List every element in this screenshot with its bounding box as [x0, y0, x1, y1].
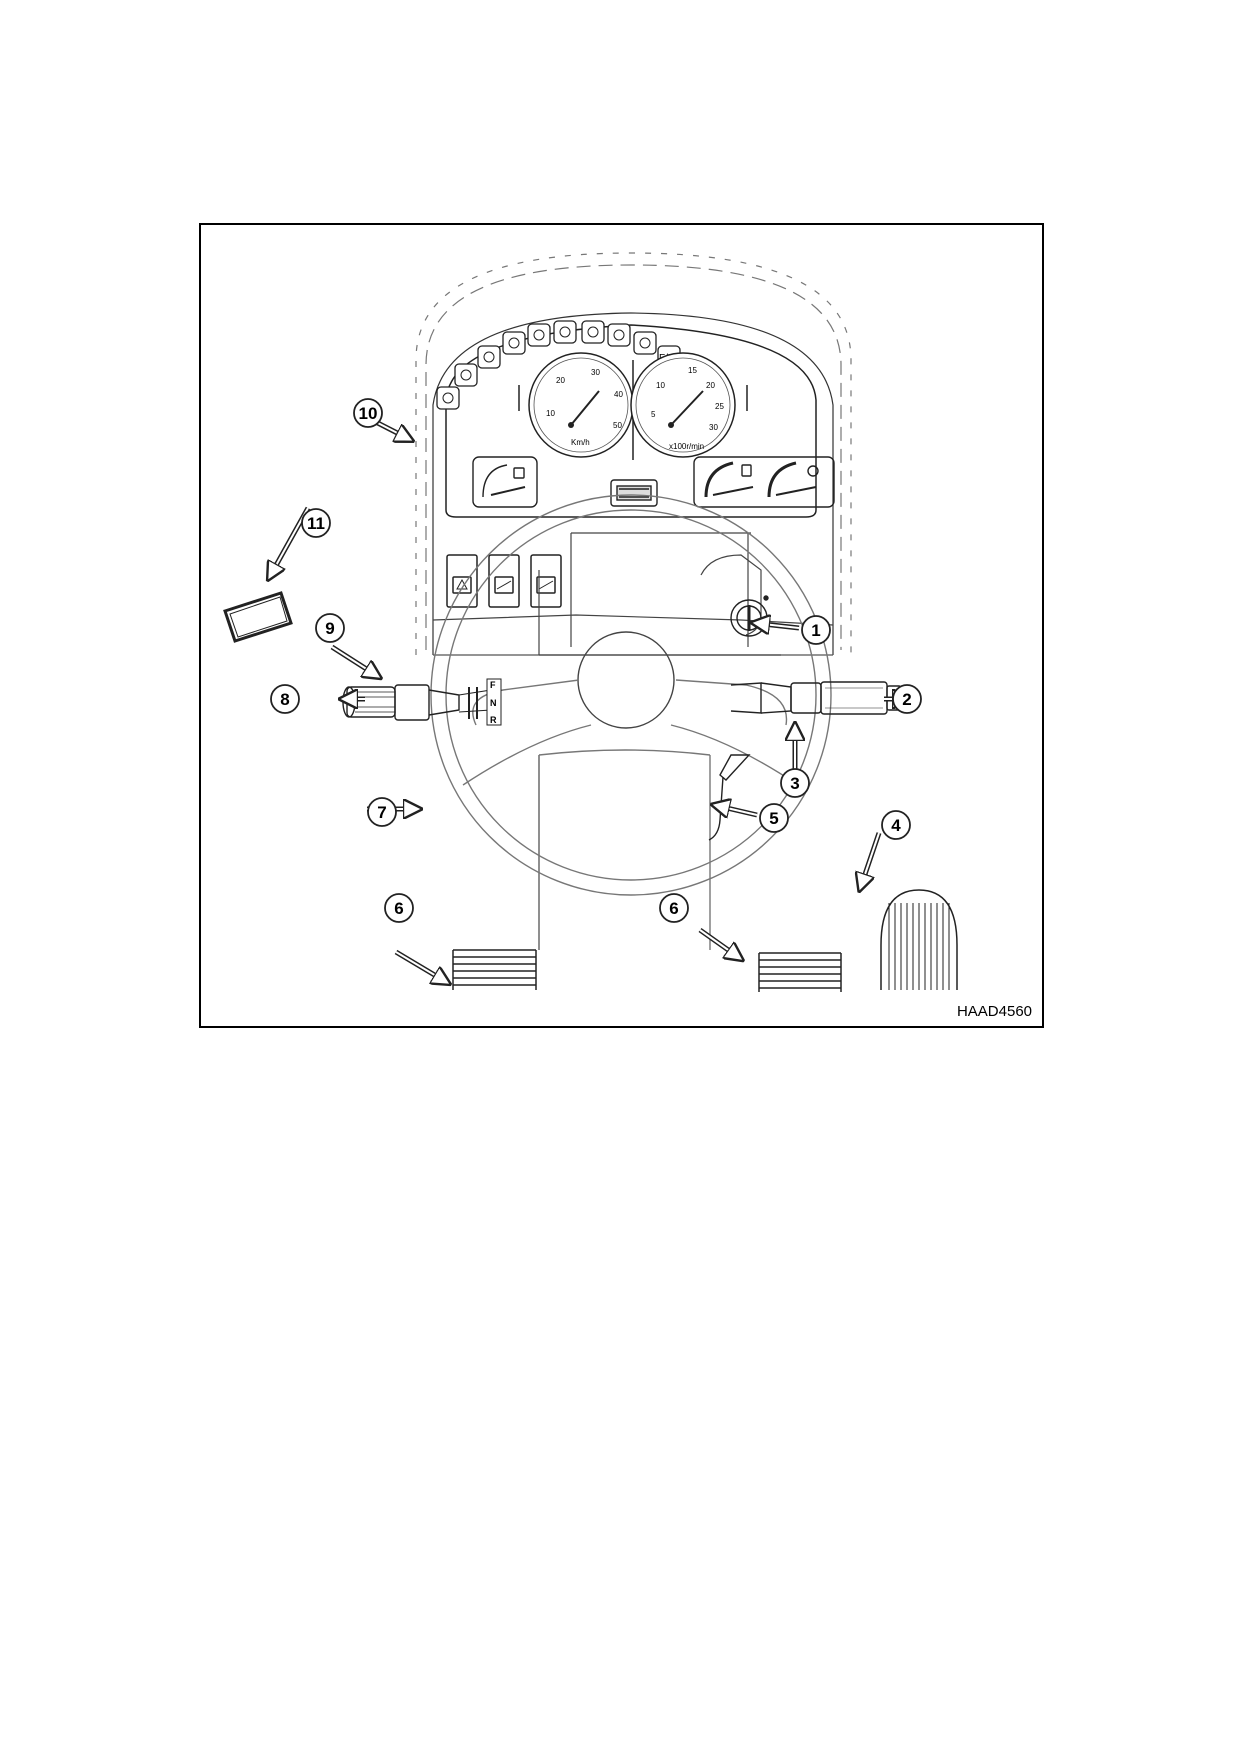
rpm-tick-5: 5 — [651, 410, 656, 419]
indicator-row: F/R — [436, 320, 727, 410]
speed-unit: Km/h — [571, 438, 590, 447]
turn-right-icon — [581, 320, 605, 344]
callout-2: 2 — [892, 684, 922, 714]
headlight-icon — [553, 320, 577, 344]
dashboard-figure: F/R 10 20 30 40 50 Km/h 5 10 15 20 25 30… — [199, 223, 1044, 1028]
shift-f: F — [490, 680, 496, 690]
callout-label: 2 — [902, 690, 911, 709]
turn-left-icon — [527, 323, 551, 347]
callout-4: 4 — [881, 810, 911, 840]
accelerator-ribs — [888, 903, 950, 990]
callout-arrow — [714, 805, 758, 815]
shift-n: N — [490, 698, 497, 708]
coolant-transmission-gauges — [693, 456, 835, 508]
switch-panel — [446, 554, 562, 608]
left-lever — [342, 684, 492, 721]
speed-tick-10: 10 — [546, 409, 555, 418]
oil-icon — [633, 331, 657, 355]
callout-arrow — [698, 927, 741, 959]
callout-label: 3 — [790, 774, 799, 793]
figure-code: HAAD4560 — [956, 1003, 1032, 1020]
callout-8: 8 — [270, 684, 300, 714]
rpm-unit: x100r/min — [669, 442, 704, 451]
callout-arrows — [269, 415, 908, 983]
callout-arrow — [330, 644, 379, 677]
callout-9: 9 — [315, 613, 345, 643]
callout-label: 5 — [769, 809, 778, 828]
engine-icon — [477, 345, 501, 369]
right-lever — [730, 681, 909, 715]
callout-11: 11 — [301, 508, 331, 538]
callout-arrow — [754, 623, 800, 628]
battery-icon — [502, 331, 526, 355]
steering-wheel — [430, 494, 832, 950]
callout-1: 1 — [801, 615, 831, 645]
ignition-key-switch — [730, 595, 769, 637]
callout-label: 8 — [280, 690, 289, 709]
callout-label: 6 — [394, 899, 403, 918]
callout-5: 5 — [759, 803, 789, 833]
brake-icon — [436, 386, 460, 410]
console — [432, 532, 834, 656]
callout-10: 10 — [353, 398, 383, 428]
dashboard-drawing: F/R 10 20 30 40 50 Km/h 5 10 15 20 25 30… — [223, 252, 958, 992]
seatbelt-icon — [454, 363, 478, 387]
callout-label: 11 — [307, 514, 325, 533]
callout-label: 4 — [891, 816, 901, 835]
callouts: 1 2 3 4 5 6 6 7 8 9 10 11 — [270, 398, 922, 923]
panel-marks — [518, 385, 748, 411]
accelerator-pedal — [880, 889, 958, 990]
manual-box — [223, 591, 293, 643]
rpm-tick-15: 15 — [688, 366, 697, 375]
callout-7: 7 — [367, 797, 397, 827]
fuel-gauge — [472, 456, 538, 508]
speed-tick-20: 20 — [556, 376, 565, 385]
callout-label: 10 — [359, 404, 378, 423]
rpm-tick-25: 25 — [715, 402, 724, 411]
rpm-tick-30: 30 — [709, 423, 718, 432]
rpm-tick-20: 20 — [706, 381, 715, 390]
callout-arrow — [394, 949, 448, 983]
parking-lever — [708, 754, 751, 841]
callout-6: 6 — [659, 893, 689, 923]
callout-label: 9 — [325, 619, 334, 638]
speed-tick-30: 30 — [591, 368, 600, 377]
speedometer: 10 20 30 40 50 Km/h — [528, 352, 634, 458]
work-light-icon — [607, 323, 631, 347]
shift-r: R — [490, 715, 497, 725]
pedal-left — [452, 949, 537, 990]
tachometer: 5 10 15 20 25 30 x100r/min — [630, 352, 736, 458]
shift-indicator: F N R — [486, 678, 502, 726]
speed-tick-50: 50 — [613, 421, 622, 430]
rpm-tick-10: 10 — [656, 381, 665, 390]
callout-label: 7 — [377, 803, 386, 822]
callout-arrow — [860, 832, 882, 889]
speed-tick-40: 40 — [614, 390, 623, 399]
pedal-center — [758, 952, 842, 992]
callout-label: 1 — [811, 621, 820, 640]
hour-meter — [610, 479, 658, 507]
callout-6: 6 — [384, 893, 414, 923]
callout-label: 6 — [669, 899, 678, 918]
callout-3: 3 — [780, 768, 810, 798]
